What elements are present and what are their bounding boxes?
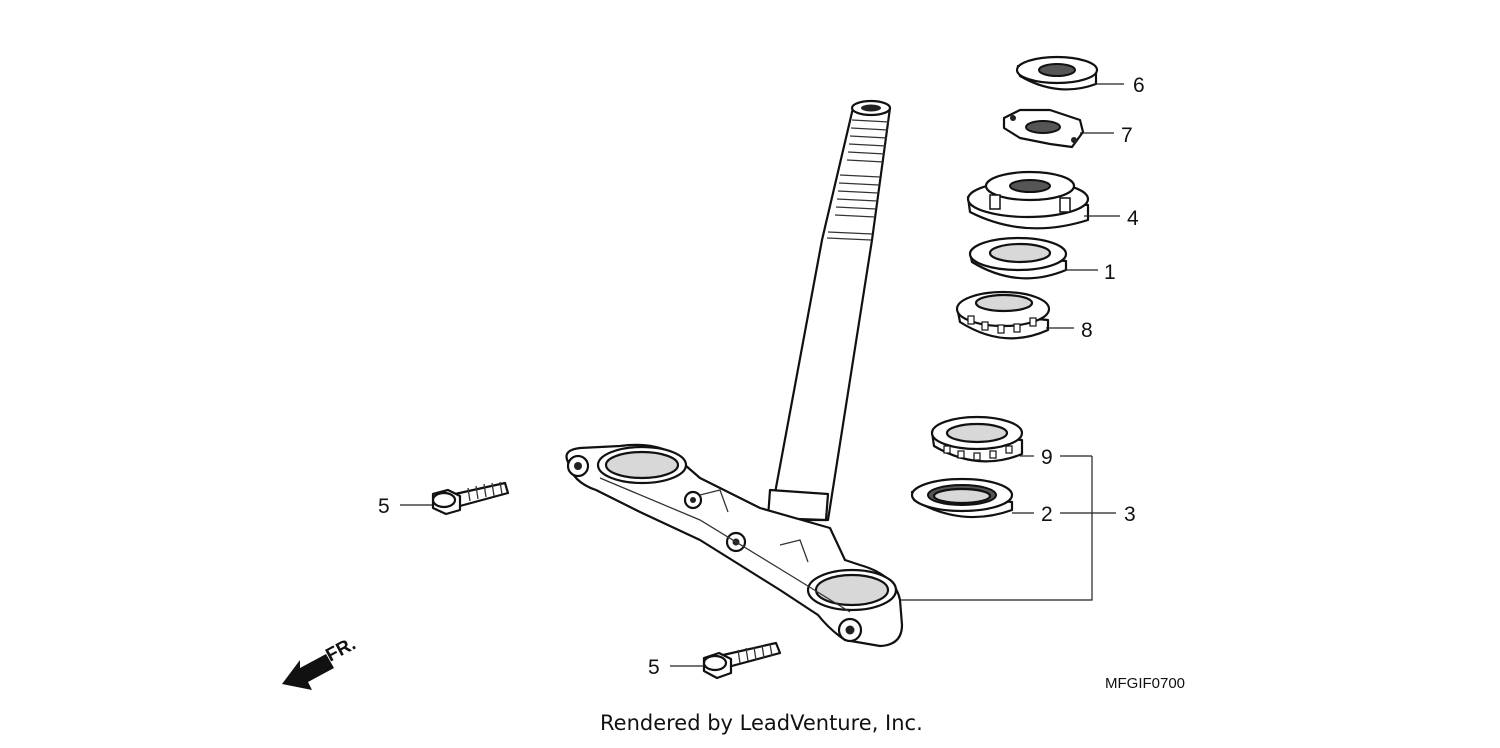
callout-9: 9 — [1041, 446, 1053, 469]
upper-bearing-8 — [955, 290, 1051, 340]
pinch-bolt-5-lower — [702, 641, 782, 680]
lower-dust-seal-2 — [910, 477, 1014, 519]
pinch-bolt-5-upper — [431, 481, 510, 516]
callout-4: 4 — [1127, 207, 1139, 230]
lower-bearing-9 — [930, 415, 1024, 463]
callout-8: 8 — [1081, 319, 1093, 342]
drawing-code: MFGIF0700 — [1105, 675, 1185, 692]
front-arrow-icon — [282, 654, 334, 690]
callout-5-upper: 5 — [378, 495, 390, 518]
dust-seal-1 — [968, 236, 1068, 280]
callout-2: 2 — [1041, 503, 1053, 526]
callout-7: 7 — [1121, 124, 1133, 147]
render-credit: Rendered by LeadVenture, Inc. — [600, 711, 923, 735]
callout-6: 6 — [1133, 74, 1145, 97]
front-direction-arrow: FR. — [282, 634, 359, 690]
lock-washer-7 — [1002, 108, 1085, 149]
leader-lines — [400, 83, 1124, 667]
callout-5-lower: 5 — [648, 656, 660, 679]
steering-stem — [766, 99, 892, 522]
callout-labels: 6 7 4 1 8 9 2 3 5 5 — [378, 74, 1145, 679]
adjustment-nut-4 — [966, 170, 1090, 230]
callout-1: 1 — [1104, 261, 1116, 284]
bottom-bridge — [565, 443, 904, 648]
callout-3: 3 — [1124, 503, 1136, 526]
lock-nut-6 — [1015, 55, 1099, 91]
